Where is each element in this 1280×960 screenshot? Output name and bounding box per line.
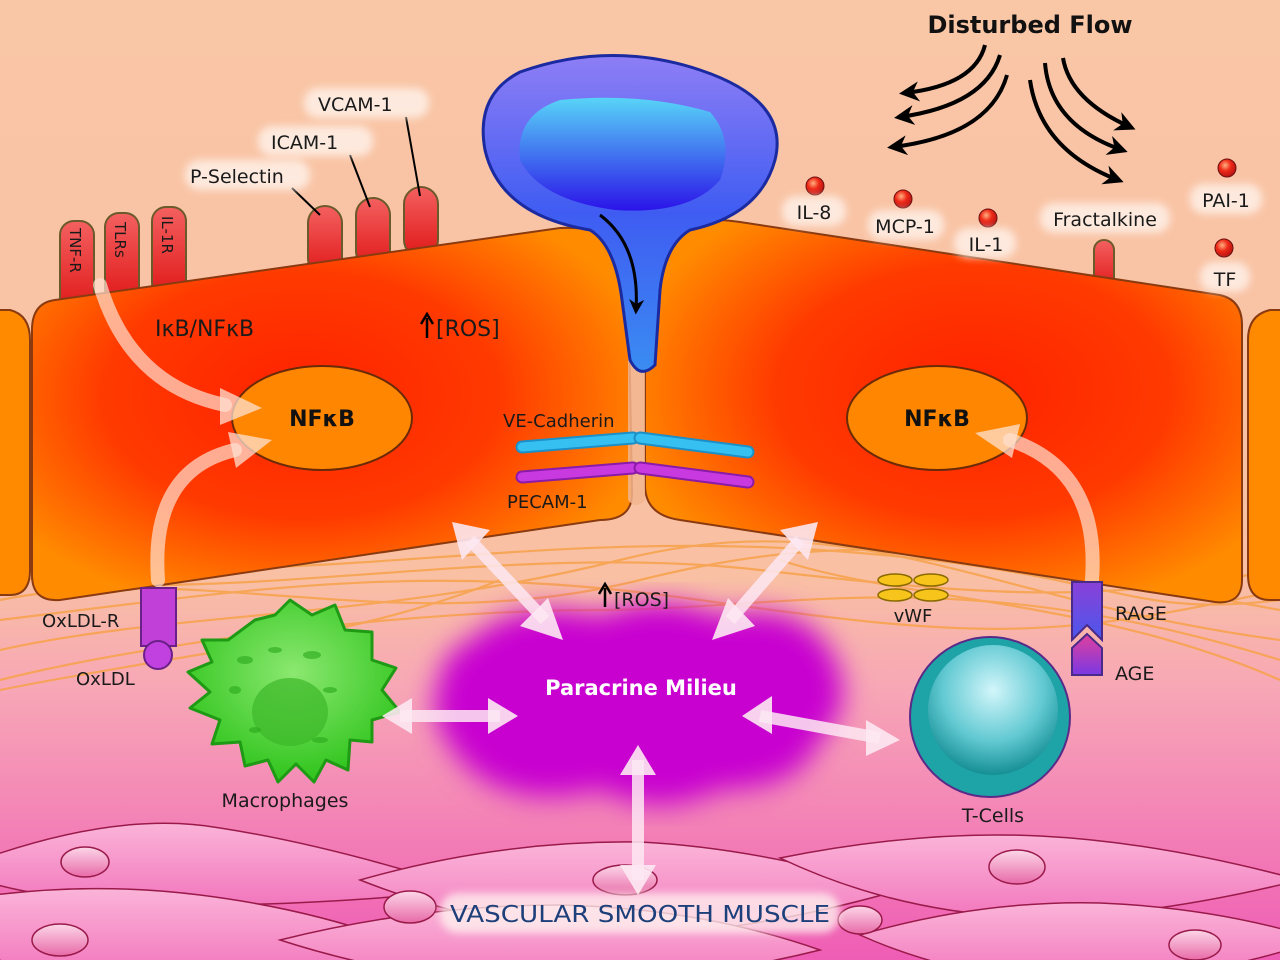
label-age: AGE [1115,663,1154,685]
label-leader-lines [291,116,421,216]
smooth-muscle-nucleus [837,905,883,935]
molecule-mcp-1 [893,189,913,209]
rage-receptor [1071,581,1103,676]
label-tlrs: TLRs [111,221,129,258]
label-ve-cadherin: VE-Cadherin [503,411,615,432]
label-oxldl: OxLDL [76,669,135,690]
label-ros-milieu: [ROS] [614,589,669,611]
oxldl-particle [143,640,173,670]
signaling-arrowheads [220,388,1020,468]
smooth-muscle-nucleus [60,846,110,878]
smooth-muscle-nucleus [383,890,437,924]
label-paracrine-milieu: Paracrine Milieu [545,676,737,700]
molecule-tf [1214,238,1234,258]
label-fractalkine: Fractalkine [1053,209,1157,231]
paracrine-arrows [400,535,882,880]
label-tf: TF [1213,269,1237,291]
signaling-arrows [93,278,1100,587]
label-pai-1: PAI-1 [1202,190,1250,212]
matrix-fibers [0,540,1280,692]
label-halos [185,88,1262,933]
transmigration-arrow [599,213,645,315]
smooth-muscle-nucleus [988,849,1046,885]
label-macrophages: Macrophages [222,790,349,812]
label-ikb-nfkb: IκB/NFκB [155,317,254,342]
ros-increase-cell: [ROS] [419,311,500,342]
label-tnf-r: TNF-R [66,227,84,273]
label-vcam-1: VCAM-1 [318,94,393,116]
nucleus-right [846,365,1028,471]
smooth-muscle-nucleus [1168,929,1222,960]
molecule-il-8 [805,176,825,196]
label-mcp-1: MCP-1 [875,216,935,238]
vascular-smooth-muscle-layer [0,822,1280,960]
label-nfkb-right: NFκB [904,407,970,432]
intercellular-junction-gap [628,330,645,505]
label-il-8: IL-8 [797,202,832,224]
label-il-1r: IL-1R [158,216,176,254]
ros-increase-milieu: [ROS] [597,581,669,611]
age-ligand [1071,632,1103,676]
disturbed-flow-label: Disturbed Flow [927,11,1132,39]
molecule-il-1 [978,208,998,228]
junction-proteins [515,431,755,489]
label-nfkb-left: NFκB [289,407,355,432]
smooth-muscle-nucleus [31,923,89,957]
molecule-pai-1 [1217,158,1237,178]
macrophage [186,598,402,784]
label-vascular-smooth-muscle: VASCULAR SMOOTH MUSCLE [450,902,830,928]
label-vwf: vWF [894,606,933,627]
secreted-molecules [805,158,1237,258]
label-p-selectin: P-Selectin [190,166,284,188]
label-oxldl-r: OxLDL-R [42,611,119,632]
up-arrow-icon [597,581,613,607]
label-il-1: IL-1 [969,234,1004,256]
endothelial-cell-edge-left [0,309,31,596]
label-t-cells: T-Cells [961,805,1024,827]
label-rage: RAGE [1115,603,1167,625]
label-pecam-1: PECAM-1 [507,492,588,513]
transmigrating-leukocyte [481,54,779,373]
endothelial-cell-edge-right [1247,309,1280,601]
paracrine-milieu [434,602,843,805]
label-icam-1: ICAM-1 [271,132,338,154]
t-cell [909,636,1071,798]
up-arrow-icon [419,311,435,338]
label-ros-cell: [ROS] [436,317,500,342]
oxldl-receptor [140,587,177,670]
vwf-molecules [877,573,949,602]
paracrine-arrowheads [382,522,900,895]
disturbed-flow-arrows [887,44,1136,185]
